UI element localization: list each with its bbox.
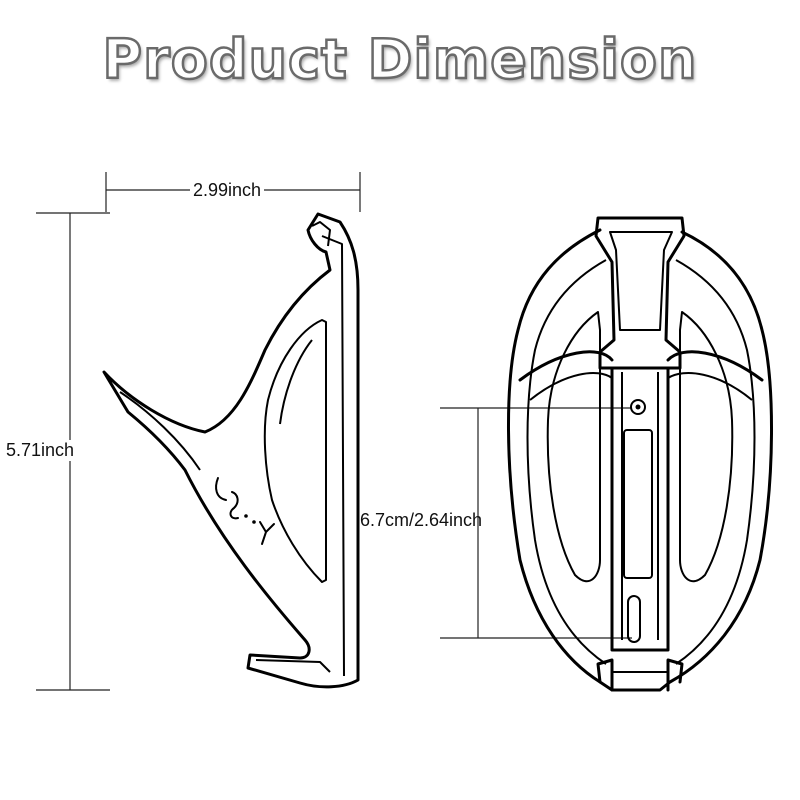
brand-logo: [215, 477, 275, 545]
hole-spacing-label: 6.7cm/2.64inch: [360, 510, 483, 530]
width-label: 2.99inch: [190, 180, 265, 201]
page-title: Product Dimension: [101, 27, 698, 93]
cage-side-view: [102, 212, 360, 689]
height-label: 5.71inch: [6, 440, 75, 461]
cage-front-view: [507, 216, 773, 692]
